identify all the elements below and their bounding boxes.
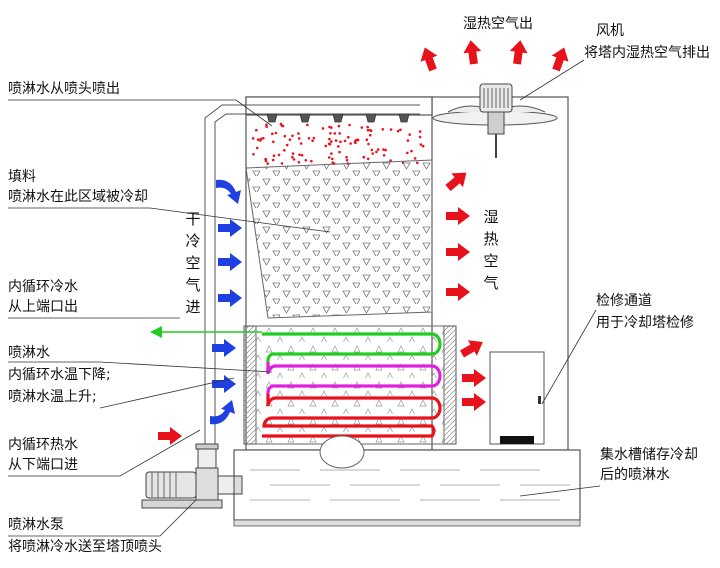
fill-title-label: 填料 bbox=[8, 169, 36, 185]
spray-pump bbox=[141, 435, 365, 509]
hot-air-out-label: 湿热空气出 bbox=[463, 16, 533, 32]
nozzle-icon bbox=[365, 113, 377, 123]
fan-title-label: 风机 bbox=[596, 23, 624, 39]
leader-line bbox=[8, 361, 273, 373]
leader-lines bbox=[8, 59, 601, 537]
hot-air-out-arrow bbox=[460, 340, 483, 358]
hot-air-up-arrow bbox=[463, 40, 482, 65]
wet-hot-air-label: 湿热空气 bbox=[483, 208, 499, 292]
hot-air-up-arrow bbox=[509, 40, 528, 65]
heat-exchange-coils bbox=[262, 332, 442, 438]
leader-line bbox=[8, 207, 331, 233]
leader-line bbox=[99, 377, 235, 409]
cold-air-in-arrow bbox=[212, 375, 236, 393]
fill-media bbox=[245, 159, 433, 319]
red-coil bbox=[262, 394, 442, 438]
hot-water-in-arrow bbox=[158, 427, 182, 445]
leader-line bbox=[8, 429, 201, 477]
cold-air-curved-arrow bbox=[210, 400, 235, 425]
spray-nozzles bbox=[266, 113, 410, 123]
hot-air-up-arrow bbox=[420, 47, 438, 72]
nozzle-icon bbox=[332, 113, 344, 123]
inner-cold-out-label-2: 从上端口出 bbox=[8, 299, 78, 315]
inner-hot-in-label-2: 从下端口进 bbox=[8, 457, 78, 473]
leader-line bbox=[519, 59, 585, 101]
green-coil bbox=[262, 332, 442, 363]
access-label-1: 检修通道 bbox=[596, 293, 652, 309]
leader-line bbox=[541, 309, 597, 405]
fill-desc-label: 喷淋水在此区域被冷却 bbox=[8, 189, 148, 205]
dry-cold-air-in-label: 干冷空气进 bbox=[185, 210, 201, 316]
spray-water-label-1: 喷淋水 bbox=[8, 345, 50, 361]
cold-air-curved-arrow bbox=[216, 179, 241, 204]
cold-air-in-arrow bbox=[218, 289, 242, 307]
fan-desc-label: 将塔内湿热空气排出 bbox=[584, 45, 710, 61]
hot-air-up-arrow bbox=[551, 47, 569, 72]
spray-nozzle-label: 喷淋水从喷头喷出 bbox=[8, 81, 120, 97]
leader-line bbox=[8, 499, 197, 537]
access-door bbox=[489, 351, 545, 445]
hot-air-out-arrow bbox=[446, 243, 470, 261]
cold-air-in-arrow bbox=[218, 253, 242, 271]
hot-air-out-arrow bbox=[462, 369, 486, 387]
spray-water-label-2: 内循环水温下降; bbox=[8, 367, 111, 383]
cold-air-in-arrow bbox=[212, 339, 236, 357]
cold-air-in-arrow bbox=[218, 219, 242, 237]
nozzle-icon bbox=[299, 113, 311, 123]
hot-air-curved-arrow bbox=[445, 172, 467, 192]
pump-label-2: 将喷淋冷水送至塔顶喷头 bbox=[8, 539, 162, 555]
water-basin bbox=[233, 449, 581, 527]
fan bbox=[432, 83, 558, 158]
basin-label-1: 集水槽储存冷却 bbox=[600, 447, 698, 463]
spray-pipe bbox=[204, 104, 420, 445]
basin-label-2: 后的喷淋水 bbox=[600, 467, 670, 483]
hot-air-out-arrow bbox=[446, 283, 470, 301]
cold-water-outlet-line bbox=[150, 326, 262, 338]
hot-air-out-arrow bbox=[446, 207, 470, 225]
pump-label-1: 喷淋水泵 bbox=[8, 517, 64, 533]
leader-line bbox=[519, 485, 601, 497]
magenta-coil bbox=[266, 362, 442, 395]
air-flow-arrows bbox=[158, 40, 569, 445]
inner-hot-in-label-1: 内循环热水 bbox=[8, 437, 78, 453]
spray-water-label-3: 喷淋水温上升; bbox=[8, 389, 97, 405]
access-label-2: 用于冷却塔检修 bbox=[596, 315, 694, 331]
spray-droplets bbox=[251, 122, 425, 165]
leader-line bbox=[8, 99, 273, 127]
inner-cold-out-label-1: 内循环冷水 bbox=[8, 279, 78, 295]
nozzle-icon bbox=[266, 113, 278, 123]
nozzle-icon bbox=[398, 113, 410, 123]
hot-air-out-arrow bbox=[462, 393, 486, 411]
